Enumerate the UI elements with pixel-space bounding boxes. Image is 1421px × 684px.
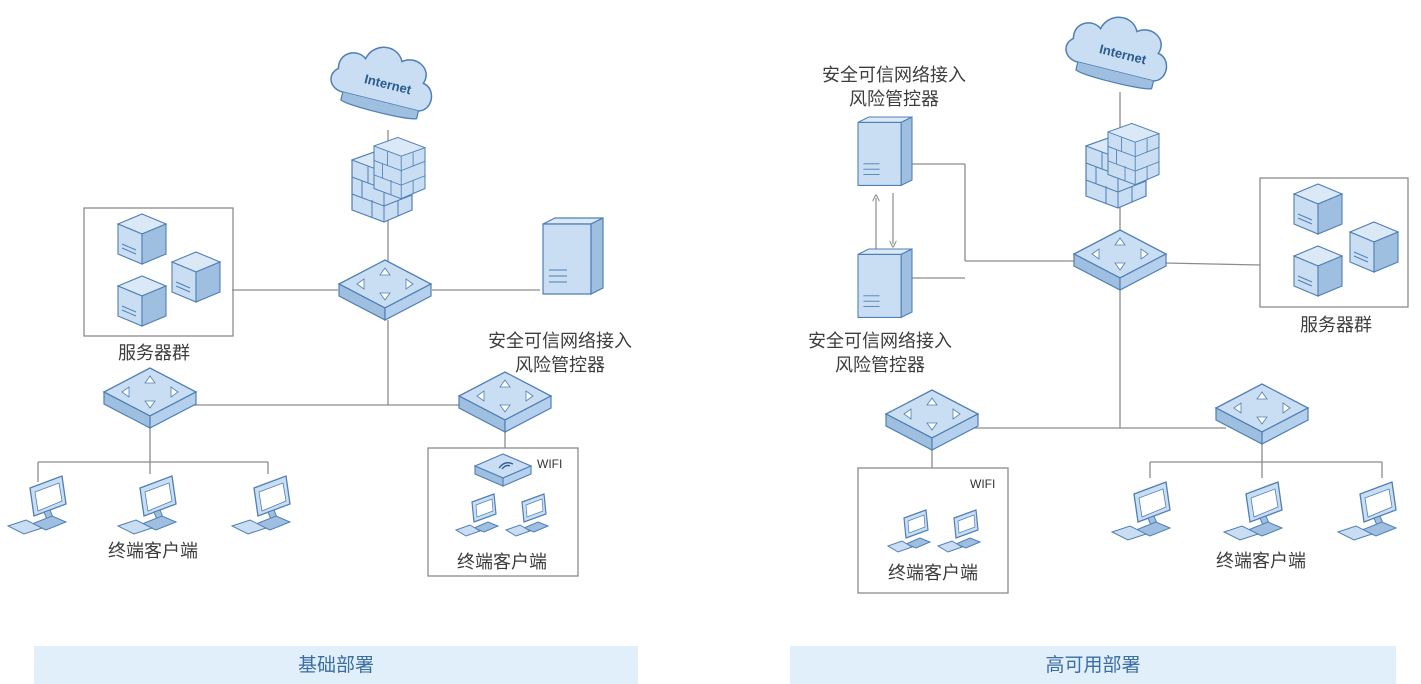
- left-core-switch-icon: [338, 259, 432, 321]
- right-core-switch-icon: [1073, 229, 1167, 291]
- left-wifi-terminals: [455, 493, 549, 537]
- right-controller-bottom-label-line1: 安全可信网络接入: [808, 331, 952, 352]
- right-access-switch-icon: [1215, 383, 1309, 445]
- wifi-terminal-icon: [887, 509, 931, 553]
- left-controller-label-line1: 安全可信网络接入: [488, 331, 632, 352]
- left-terminals: [7, 475, 291, 535]
- right-controller-top-label-line1: 安全可信网络接入: [822, 65, 966, 86]
- left-internet-cloud-icon: Internet: [324, 35, 442, 125]
- left-access-point-icon: [474, 453, 532, 487]
- right-controller-primary-icon: [857, 116, 913, 186]
- wifi-terminal-icon: [455, 493, 499, 537]
- right-internet-cloud-icon: Internet: [1059, 5, 1177, 95]
- right-controller-top-label-line2: 风险管控器: [849, 89, 939, 110]
- right-terminals-label: 终端客户端: [1216, 551, 1306, 572]
- right-wifi-terminals: [887, 509, 981, 553]
- left-server-group-icons: [117, 213, 221, 327]
- wifi-terminal-icon: [937, 509, 981, 553]
- right-server-group-icons: [1293, 183, 1399, 297]
- right-connection-lines: [857, 92, 1409, 594]
- server-box-icon: [117, 213, 167, 265]
- right-wifi-terminals-label: 终端客户端: [888, 563, 978, 584]
- left-controller-tower-icon: [542, 217, 604, 295]
- wifi-terminal-icon: [505, 493, 549, 537]
- workstation-icon: [7, 475, 67, 535]
- server-box-icon: [1349, 221, 1399, 273]
- right-terminals: [1111, 481, 1397, 541]
- left-controller-label: 安全可信网络接入 风险管控器: [488, 330, 632, 378]
- workstation-icon: [231, 475, 291, 535]
- left-controller-label-line2: 风险管控器: [515, 355, 605, 376]
- left-access-switch-icon: [103, 367, 197, 429]
- left-wifi-terminals-label: 终端客户端: [457, 552, 547, 573]
- right-caption-ha-deployment: 高可用部署: [790, 646, 1396, 684]
- left-terminals-label: 终端客户端: [108, 541, 198, 562]
- right-controller-top-label: 安全可信网络接入 风险管控器: [822, 64, 966, 112]
- failover-arrows: [876, 193, 893, 250]
- right-server-group-label: 服务器群: [1300, 315, 1372, 336]
- server-box-icon: [171, 251, 221, 303]
- server-box-icon: [1293, 245, 1343, 297]
- left-caption-basic-deployment: 基础部署: [34, 646, 638, 684]
- left-wifi-label: WIFI: [537, 457, 563, 471]
- right-controller-secondary-icon: [857, 248, 913, 318]
- right-wifi-label: WIFI: [970, 477, 996, 491]
- right-firewall-icon: [1085, 122, 1160, 209]
- workstation-icon: [117, 475, 177, 535]
- left-wifi-switch-icon: [458, 371, 552, 433]
- workstation-icon: [1337, 481, 1397, 541]
- right-controller-bottom-label: 安全可信网络接入 风险管控器: [808, 330, 952, 378]
- server-box-icon: [117, 275, 167, 327]
- workstation-icon: [1111, 481, 1171, 541]
- left-firewall-icon: [351, 136, 426, 223]
- right-wifi-switch-icon: [885, 389, 979, 451]
- server-box-icon: [1293, 183, 1343, 235]
- workstation-icon: [1223, 481, 1283, 541]
- right-controller-bottom-label-line2: 风险管控器: [835, 355, 925, 376]
- left-server-group-label: 服务器群: [118, 343, 190, 364]
